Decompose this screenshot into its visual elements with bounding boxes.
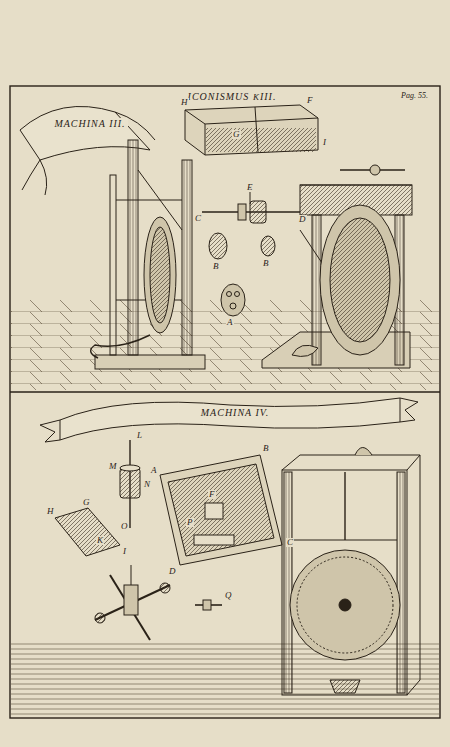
part-letter: O xyxy=(120,522,129,531)
part-letter: K xyxy=(96,536,104,545)
part-letter: E xyxy=(246,183,254,192)
part-letter: A xyxy=(150,466,158,475)
part-letter: F xyxy=(208,490,216,499)
part-letter: A xyxy=(226,318,234,327)
page-number: Pag. 55. xyxy=(400,92,429,100)
part-letter: N xyxy=(143,480,151,489)
part-letter: Q xyxy=(224,591,233,600)
ribbon-banner: MACHINA IV. xyxy=(150,402,320,422)
part-letter: G xyxy=(232,130,241,139)
banner-text: MACHINA III. xyxy=(52,118,127,129)
part-letter: H xyxy=(180,98,189,107)
part-letter: K xyxy=(252,93,260,102)
plate-title: ICONISMUS VIII. xyxy=(186,92,279,102)
part-letter: B xyxy=(262,444,270,453)
part-letter: M xyxy=(108,462,118,471)
part-letter: D xyxy=(298,215,307,224)
part-letter: F xyxy=(306,96,314,105)
banner-text: MACHINA IV. xyxy=(199,407,271,418)
part-letter: B xyxy=(212,262,220,271)
part-letter: I xyxy=(122,547,127,556)
part-letter: P xyxy=(186,518,194,527)
part-letter: B xyxy=(262,259,270,268)
part-letter: G xyxy=(82,498,91,507)
ribbon-banner: MACHINA III. xyxy=(40,112,140,134)
part-letter: C xyxy=(286,538,294,547)
part-letter: D xyxy=(168,567,177,576)
part-letter: L xyxy=(136,431,143,440)
part-letter: C xyxy=(194,214,202,223)
part-letter: I xyxy=(322,138,327,147)
part-letter: H xyxy=(46,507,55,516)
